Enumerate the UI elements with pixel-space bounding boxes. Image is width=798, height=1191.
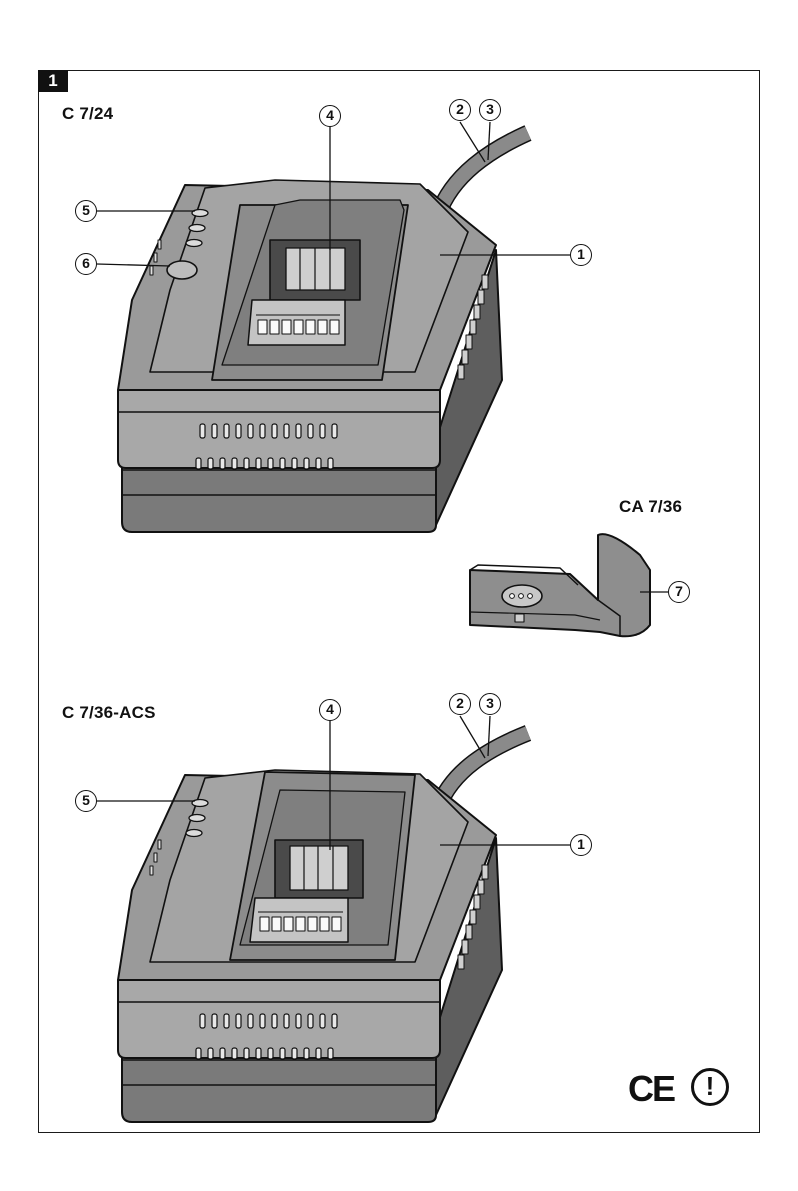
callout-7: 7	[668, 581, 690, 603]
callout-4-bottom: 4	[319, 699, 341, 721]
callout-3-bottom: 3	[479, 693, 501, 715]
callout-2-bottom: 2	[449, 693, 471, 715]
callout-1-bottom: 1	[570, 834, 592, 856]
callout-2-top: 2	[449, 99, 471, 121]
ce-mark-icon: CE	[628, 1068, 674, 1110]
warning-icon: !	[691, 1068, 729, 1106]
charger-c736acs	[118, 733, 528, 1122]
callout-5-bottom: 5	[75, 790, 97, 812]
callout-3-top: 3	[479, 99, 501, 121]
callout-5-top: 5	[75, 200, 97, 222]
callout-1-top: 1	[570, 244, 592, 266]
charger-c724	[118, 133, 528, 532]
callout-4-top: 4	[319, 105, 341, 127]
callout-6-top: 6	[75, 253, 97, 275]
adapter-ca736	[470, 534, 650, 636]
